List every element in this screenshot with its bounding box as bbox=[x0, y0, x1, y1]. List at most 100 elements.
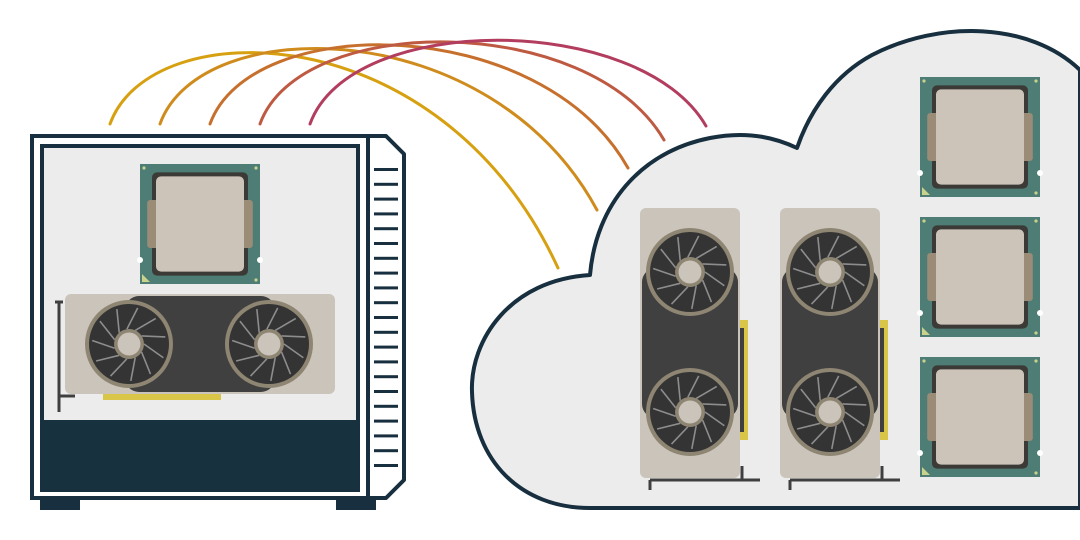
fan-blade-edge bbox=[702, 263, 727, 266]
fan-blade-edge bbox=[660, 388, 677, 409]
cpu-corner-dot bbox=[1034, 359, 1038, 363]
cpu-notch bbox=[1037, 450, 1043, 456]
fan-blade-edge bbox=[677, 376, 681, 401]
fan-blade-edge bbox=[231, 339, 255, 349]
fan-icon bbox=[85, 300, 173, 388]
fan-hub bbox=[678, 260, 702, 284]
fan-hub bbox=[257, 332, 281, 356]
cpu-notch bbox=[917, 170, 923, 176]
cpu-heatspreader bbox=[936, 89, 1024, 185]
cpu-corner-dot bbox=[1034, 79, 1038, 83]
cpu-chip-icon bbox=[917, 217, 1043, 337]
fan-blade-edge bbox=[701, 419, 713, 443]
fan-blade-edge bbox=[817, 376, 821, 401]
graphics-card-icon bbox=[780, 208, 900, 490]
vent-slot bbox=[374, 375, 398, 379]
cpu-corner-dot bbox=[254, 166, 258, 170]
vent-slot bbox=[374, 330, 398, 334]
vent-slot bbox=[374, 197, 398, 201]
cloud-icon bbox=[469, 29, 1080, 510]
gpu-io-bracket bbox=[788, 466, 900, 490]
fan-blade-edge bbox=[792, 267, 816, 277]
connection-arcs bbox=[108, 38, 708, 270]
gpu-io-bracket bbox=[55, 300, 75, 412]
vent-slot bbox=[374, 286, 398, 290]
gpu-io-bracket bbox=[648, 466, 760, 490]
graphics-card-icon bbox=[640, 208, 760, 490]
vent-slot bbox=[374, 271, 398, 275]
fan-blade-edge bbox=[134, 317, 157, 332]
fan-blade-edge bbox=[835, 385, 858, 400]
vent-slot bbox=[374, 434, 398, 438]
fan-blade-edge bbox=[844, 411, 865, 427]
vent-slot bbox=[374, 182, 398, 186]
fan-blade-edge bbox=[280, 351, 292, 375]
vent-slot bbox=[374, 301, 398, 305]
cpu-corner-dot bbox=[1034, 191, 1038, 195]
fan-blade-edge bbox=[656, 422, 681, 430]
connection-arc-icon bbox=[158, 47, 599, 212]
vent-slot bbox=[374, 449, 398, 453]
fan-blade-edge bbox=[695, 385, 718, 400]
cpu-pin1-marker bbox=[922, 187, 930, 195]
fan-blade-edge bbox=[691, 285, 698, 310]
fan-blade-edge bbox=[796, 282, 821, 290]
cpu-notch bbox=[1037, 170, 1043, 176]
vent-slot bbox=[374, 212, 398, 216]
cpu-chip-icon bbox=[137, 164, 263, 284]
vent-slot bbox=[374, 360, 398, 364]
fan-hub bbox=[117, 332, 141, 356]
cpu-pin1-marker bbox=[922, 467, 930, 475]
fan-blade-edge bbox=[844, 271, 865, 287]
cpu-notch bbox=[137, 257, 143, 263]
gpu-pcie-pins bbox=[878, 328, 884, 432]
fan-blade-edge bbox=[702, 403, 727, 406]
fan-blade-edge bbox=[116, 308, 120, 333]
cpu-notch bbox=[917, 310, 923, 316]
connection-arc-icon bbox=[308, 38, 708, 128]
cpu-corner-dot bbox=[254, 278, 258, 282]
cpu-chip-icon bbox=[917, 357, 1043, 477]
fan-icon bbox=[786, 368, 874, 456]
fan-icon bbox=[646, 368, 734, 456]
tower-psu-shroud bbox=[42, 420, 358, 490]
fan-blade-edge bbox=[827, 235, 840, 258]
cpu-corner-dot bbox=[1034, 331, 1038, 335]
cpu-heatspreader bbox=[936, 229, 1024, 325]
fan-blade-edge bbox=[130, 357, 137, 382]
fan-blade-edge bbox=[652, 407, 676, 417]
fan-blade-edge bbox=[810, 286, 829, 305]
fan-blade-edge bbox=[670, 286, 689, 305]
fan-blade-edge bbox=[687, 235, 700, 258]
cpu-corner-dot bbox=[1034, 471, 1038, 475]
cpu-corner-dot bbox=[142, 166, 146, 170]
vent-slot bbox=[374, 242, 398, 245]
fan-blade-edge bbox=[143, 343, 164, 359]
fan-blade-edge bbox=[281, 335, 306, 338]
local-resources bbox=[55, 164, 335, 412]
fan-blade-edge bbox=[140, 351, 152, 375]
fan-blade-edge bbox=[660, 248, 677, 269]
front-vents bbox=[374, 168, 398, 467]
fan-blade-edge bbox=[695, 245, 718, 260]
fan-blade-edge bbox=[691, 425, 698, 450]
fan-blade-edge bbox=[256, 308, 260, 333]
fan-blade-edge bbox=[109, 358, 128, 377]
fan-blade-edge bbox=[670, 426, 689, 445]
fan-blade-edge bbox=[249, 358, 268, 377]
vent-slot bbox=[374, 419, 398, 423]
fan-blade-edge bbox=[841, 419, 853, 443]
fan-blade-edge bbox=[126, 307, 139, 330]
vent-slot bbox=[374, 256, 398, 260]
graphics-card-icon bbox=[55, 294, 335, 412]
fan-hub bbox=[818, 260, 842, 284]
vent-slot bbox=[374, 227, 398, 231]
fan-blade-edge bbox=[817, 236, 821, 261]
cpu-corner-dot bbox=[1034, 219, 1038, 223]
fan-blade-edge bbox=[652, 267, 676, 277]
fan-blade-edge bbox=[687, 375, 700, 398]
fan-blade-edge bbox=[841, 279, 853, 303]
cpu-notch bbox=[1037, 310, 1043, 316]
cpu-heatspreader bbox=[156, 176, 244, 272]
